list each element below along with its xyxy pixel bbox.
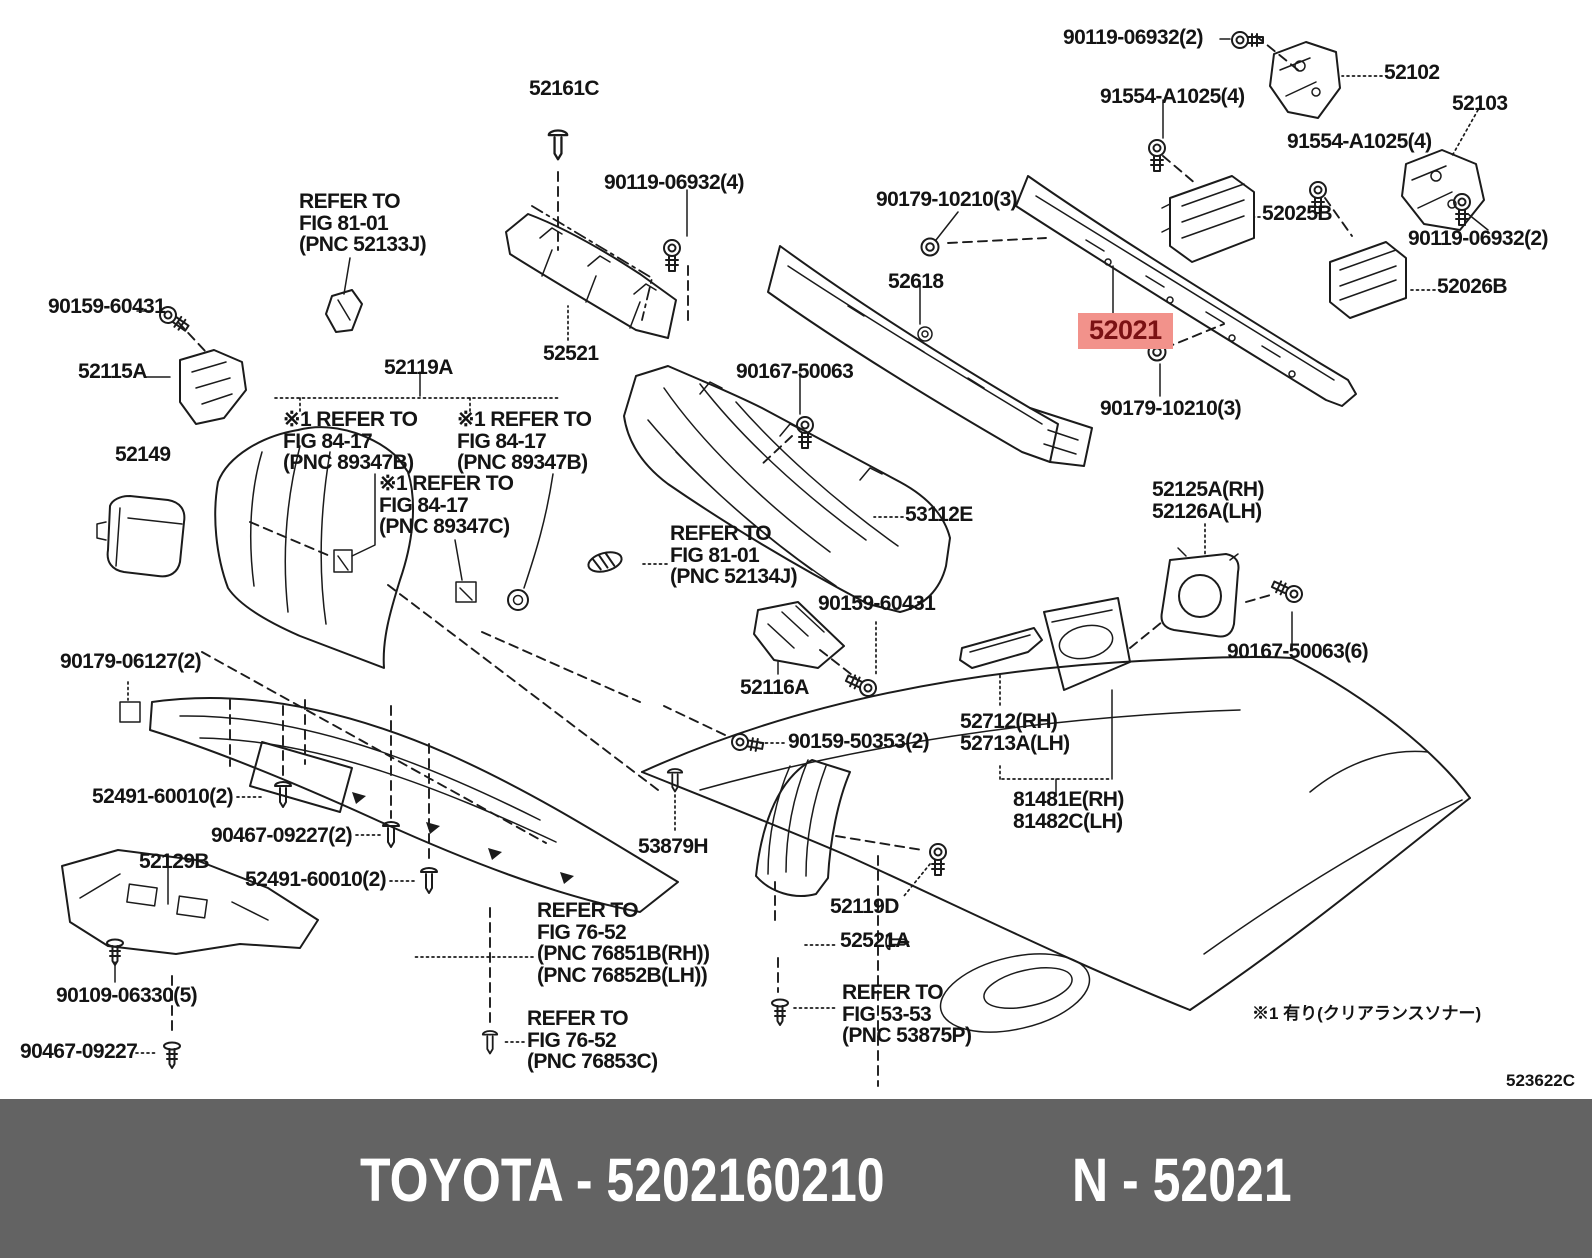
part-52115a-bracket — [179, 349, 247, 425]
part-label-52115a[interactable]: 52115A — [78, 360, 147, 383]
ref-note-76851b-76852b: REFER TO FIG 76-52 (PNC 76851B(RH)) (PNC… — [537, 899, 710, 987]
footer-bar: TOYOTA - 5202160210 N - 52021 — [0, 1099, 1592, 1258]
ref-note-52133j: REFER TO FIG 81-01 (PNC 52133J) — [299, 190, 427, 256]
part-label-52103[interactable]: 52103 — [1452, 92, 1508, 115]
part-52129b-undercover — [61, 849, 319, 955]
part-52119d-flare — [755, 759, 851, 897]
ref-note-89347b-2: ※1 REFER TO FIG 84-17 (PNC 89347B) — [457, 408, 592, 474]
figure-code: 523622C — [1506, 1071, 1576, 1090]
part-label-90159-60431-b[interactable]: 90159-60431 — [818, 592, 936, 615]
part-label-52491-60010-2-b[interactable]: 52491-60010(2) — [245, 868, 387, 891]
part-52103-bracket — [1401, 149, 1485, 231]
footer-part-code: TOYOTA - 5202160210 — [360, 1146, 885, 1214]
part-sensor-brackets — [333, 549, 529, 611]
part-label-52521a[interactable]: 52521A — [840, 929, 911, 952]
part-label-52149[interactable]: 52149 — [115, 443, 171, 466]
part-fog-bezel — [1043, 597, 1131, 691]
part-label-52119a[interactable]: 52119A — [384, 356, 453, 379]
part-52149-cover — [96, 495, 186, 578]
part-label-91554-a1025-4-a[interactable]: 91554-A1025(4) — [1100, 85, 1245, 108]
part-label-90167-50063-6[interactable]: 90167-50063(6) — [1227, 640, 1369, 663]
part-label-52026b[interactable]: 52026B — [1437, 275, 1508, 298]
part-label-52125a-52126a[interactable]: 52125A(RH) 52126A(LH) — [1152, 478, 1264, 523]
part-label-90467-09227[interactable]: 90467-09227 — [20, 1040, 138, 1063]
part-label-91554-a1025-4-b[interactable]: 91554-A1025(4) — [1287, 130, 1432, 153]
part-52116a-bracket — [753, 601, 845, 669]
ref-note-52134j: REFER TO FIG 81-01 (PNC 52134J) — [670, 522, 798, 588]
sonar-footnote: ※1 有り(クリアランスソナー) — [1252, 1004, 1482, 1023]
part-label-90179-10210-3-top[interactable]: 90179-10210(3) — [876, 188, 1018, 211]
ref-note-89347c: ※1 REFER TO FIG 84-17 (PNC 89347C) — [379, 472, 514, 538]
part-52521-support — [505, 205, 677, 339]
part-label-52618[interactable]: 52618 — [888, 270, 944, 293]
part-52618-lower-bar — [767, 245, 1093, 467]
part-label-90119-06932-2-right[interactable]: 90119-06932(2) — [1408, 227, 1549, 250]
part-label-90119-06932-2-top[interactable]: 90119-06932(2) — [1063, 26, 1204, 49]
part-52021-reinforcement — [1015, 175, 1357, 407]
part-label-52025b[interactable]: 52025B — [1262, 202, 1333, 225]
part-label-52119d[interactable]: 52119D — [830, 895, 899, 918]
part-label-90179-10210-3-bot[interactable]: 90179-10210(3) — [1100, 397, 1242, 420]
footer-pnc-code: N - 52021 — [1072, 1146, 1292, 1214]
part-label-90167-50063[interactable]: 90167-50063 — [736, 360, 854, 383]
part-52025b-absorber — [1161, 175, 1255, 263]
part-label-52491-60010-2-a[interactable]: 52491-60010(2) — [92, 785, 234, 808]
part-label-90467-09227-2[interactable]: 90467-09227(2) — [211, 824, 353, 847]
part-label-52116a[interactable]: 52116A — [740, 676, 809, 699]
part-bumper-corner — [214, 426, 415, 669]
part-label-90159-60431-a[interactable]: 90159-60431 — [48, 295, 166, 318]
part-bumper-right — [641, 655, 1471, 1033]
leader-lines — [114, 35, 1489, 1087]
part-label-53112e[interactable]: 53112E — [905, 503, 973, 526]
part-label-52161c[interactable]: 52161C — [529, 77, 600, 100]
ref-note-76853c: REFER TO FIG 76-52 (PNC 76853C) — [527, 1007, 658, 1073]
part-52102-bracket — [1269, 41, 1341, 119]
part-53112e-grille — [623, 365, 951, 613]
part-label-90109-06330-5[interactable]: 90109-06330(5) — [56, 984, 198, 1007]
ref-note-53875p: REFER TO FIG 53-53 (PNC 53875P) — [842, 981, 972, 1047]
part-label-90179-06127-2[interactable]: 90179-06127(2) — [60, 650, 202, 673]
part-label-52712-52713a[interactable]: 52712(RH) 52713A(LH) — [960, 710, 1070, 755]
part-label-90159-50353-2[interactable]: 90159-50353(2) — [788, 730, 930, 753]
fastener-glyphs — [106, 31, 1471, 1069]
part-52712-trim — [959, 627, 1043, 669]
part-52125a-fog-bracket — [1160, 547, 1240, 638]
part-label-52521[interactable]: 52521 — [543, 342, 599, 365]
part-label-52021-highlighted[interactable]: 52021 — [1078, 313, 1173, 349]
ref-note-89347b-1: ※1 REFER TO FIG 84-17 (PNC 89347B) — [283, 408, 418, 474]
part-52133j-bracket — [325, 289, 363, 333]
part-label-81481e-81482c[interactable]: 81481E(RH) 81482C(LH) — [1013, 788, 1124, 833]
part-label-53879h[interactable]: 53879H — [638, 835, 709, 858]
part-label-52129b[interactable]: 52129B — [139, 850, 210, 873]
part-52026b-absorber — [1329, 241, 1407, 319]
part-label-90119-06932-4[interactable]: 90119-06932(4) — [604, 171, 745, 194]
part-label-52102[interactable]: 52102 — [1384, 61, 1440, 84]
part-bumper-face — [149, 697, 679, 913]
